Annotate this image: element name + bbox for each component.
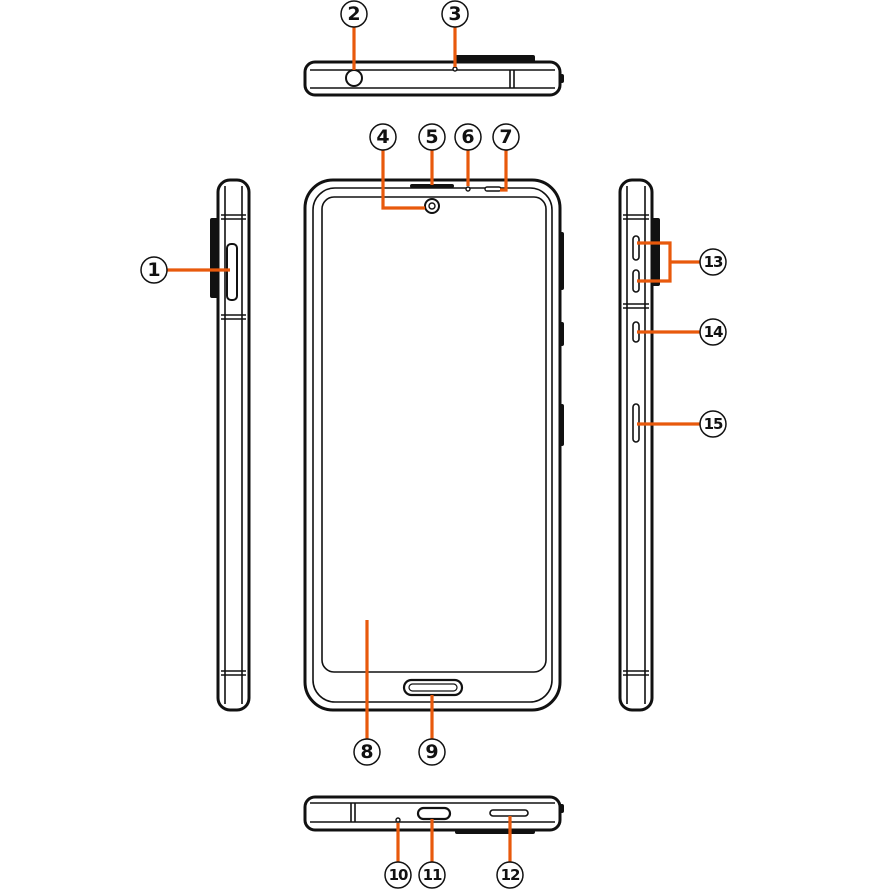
sim-card-tray[interactable] (226, 243, 238, 301)
callout-13: 13 (699, 248, 727, 276)
usb-c-port (416, 806, 452, 821)
callout-4: 4 (369, 123, 397, 151)
top-mic-hole (452, 66, 458, 72)
callout-6: 6 (454, 123, 482, 151)
callout-number: 3 (448, 3, 461, 25)
callout-10: 10 (384, 861, 412, 889)
callout-15: 15 (699, 410, 727, 438)
callout-number: 8 (360, 741, 373, 763)
earpiece-speaker (410, 184, 454, 188)
leader-lines (167, 27, 700, 862)
left-side-view (210, 178, 251, 712)
top-edge-view (303, 55, 564, 97)
callout-number: 1 (147, 259, 160, 281)
bottom-mic-hole (395, 817, 401, 823)
callout-number: 11 (423, 866, 442, 884)
callout-number: 9 (425, 741, 438, 763)
callout-number: 2 (347, 3, 360, 25)
front-view (303, 178, 564, 712)
callout-3: 3 (441, 0, 469, 28)
callout-number: 14 (704, 323, 723, 341)
callout-11: 11 (418, 861, 446, 889)
callout-number: 15 (704, 415, 723, 433)
front-camera (424, 198, 440, 214)
callout-number: 10 (389, 866, 408, 884)
callout-9: 9 (418, 738, 446, 766)
callout-number: 6 (461, 126, 474, 148)
callout-5: 5 (418, 123, 446, 151)
callout-8: 8 (353, 738, 381, 766)
right-side-view (618, 178, 660, 712)
display-screen (321, 196, 547, 673)
callout-1: 1 (140, 256, 168, 284)
callout-number: 5 (425, 126, 438, 148)
bottom-edge-view (303, 795, 564, 834)
notification-led (484, 186, 502, 192)
callout-number: 7 (499, 126, 512, 148)
callout-number: 13 (704, 253, 723, 271)
callout-7: 7 (492, 123, 520, 151)
callout-number: 12 (501, 866, 520, 884)
callout-number: 4 (376, 126, 389, 148)
bottom-speaker (489, 809, 529, 817)
callout-12: 12 (496, 861, 524, 889)
callout-14: 14 (699, 318, 727, 346)
headphone-jack (345, 69, 363, 87)
proximity-sensor (465, 186, 471, 192)
callout-2: 2 (340, 0, 368, 28)
fingerprint-sensor[interactable] (402, 678, 464, 697)
volume-up-key[interactable] (632, 235, 640, 261)
